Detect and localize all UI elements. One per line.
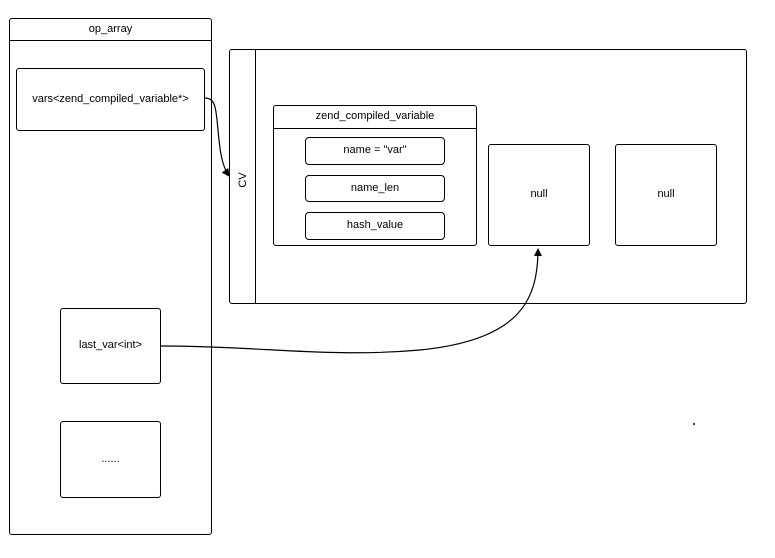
ellipsis-label: ...... bbox=[101, 452, 120, 465]
null-slot-2-label: null bbox=[657, 188, 675, 201]
field-name-len: name_len bbox=[305, 175, 445, 202]
null-slot-1: null bbox=[488, 144, 590, 246]
field-hash-value-label: hash_value bbox=[346, 219, 404, 232]
compiled-variable-title: zend_compiled_variable bbox=[274, 106, 476, 129]
vars-label: vars<zend_compiled_variable*> bbox=[32, 92, 189, 105]
vars-node: vars<zend_compiled_variable*> bbox=[16, 68, 205, 131]
last-var-label: last_var<int> bbox=[79, 339, 142, 352]
last-var-node: last_var<int> bbox=[60, 308, 161, 384]
op-array-title: op_array bbox=[10, 19, 211, 41]
null-slot-1-label: null bbox=[530, 188, 548, 201]
cv-label-strip: CV bbox=[230, 50, 256, 303]
field-hash-value: hash_value bbox=[305, 212, 445, 240]
field-name-len-label: name_len bbox=[350, 181, 400, 194]
null-slot-2: null bbox=[615, 144, 717, 246]
field-name-label: name = "var" bbox=[343, 144, 407, 157]
ellipsis-node: ...... bbox=[60, 421, 161, 498]
stray-dot bbox=[693, 423, 695, 425]
field-name: name = "var" bbox=[305, 137, 445, 165]
cv-label: CV bbox=[237, 172, 249, 188]
